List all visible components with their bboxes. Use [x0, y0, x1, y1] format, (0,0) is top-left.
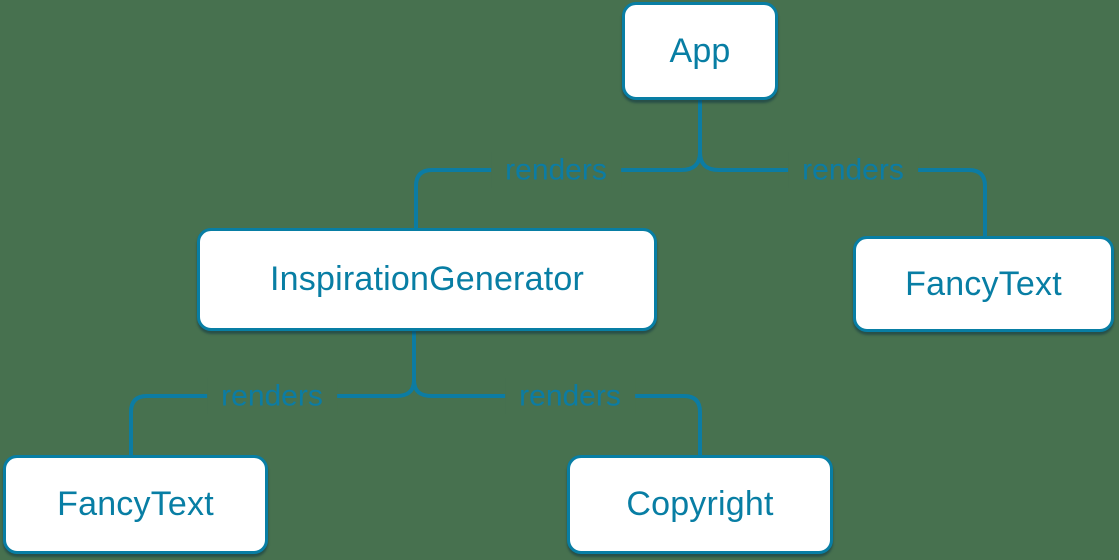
- edge-label-inspirationgenerator-copyright: renders: [505, 377, 635, 415]
- node-copyright-label: Copyright: [626, 485, 774, 523]
- edge-label-app-inspirationgenerator: renders: [491, 151, 621, 189]
- node-fancy-text-top-right-label: FancyText: [905, 264, 1062, 303]
- node-fancy-text-top-right: FancyText: [853, 236, 1114, 332]
- node-app-label: App: [669, 31, 731, 70]
- node-inspiration-generator: InspirationGenerator: [197, 228, 657, 331]
- node-inspiration-generator-label: InspirationGenerator: [270, 260, 584, 298]
- node-fancy-text-bottom-left: FancyText: [3, 455, 268, 554]
- node-fancy-text-bottom-left-label: FancyText: [57, 485, 214, 523]
- node-copyright: Copyright: [567, 455, 833, 554]
- edge-label-app-fancytext: renders: [788, 151, 918, 189]
- edge-label-inspirationgenerator-fancytext: renders: [207, 377, 337, 415]
- node-app: App: [622, 2, 778, 100]
